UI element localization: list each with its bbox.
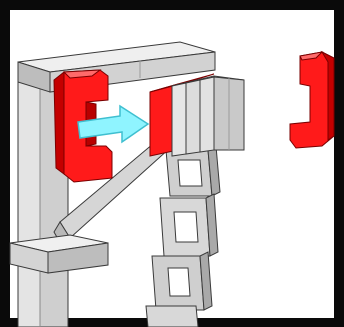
chain: [145, 145, 221, 327]
chain-link-icon: [145, 305, 199, 327]
c-clamp-icon: [289, 50, 335, 149]
chain-link-icon: [151, 251, 213, 311]
chain-link-icon: [159, 193, 219, 257]
post-collar: [9, 234, 109, 274]
red-tab: [149, 73, 215, 157]
c-clamp-icon: [53, 69, 113, 183]
arrow-right-icon: [77, 104, 150, 144]
hanger-block: [171, 75, 245, 157]
